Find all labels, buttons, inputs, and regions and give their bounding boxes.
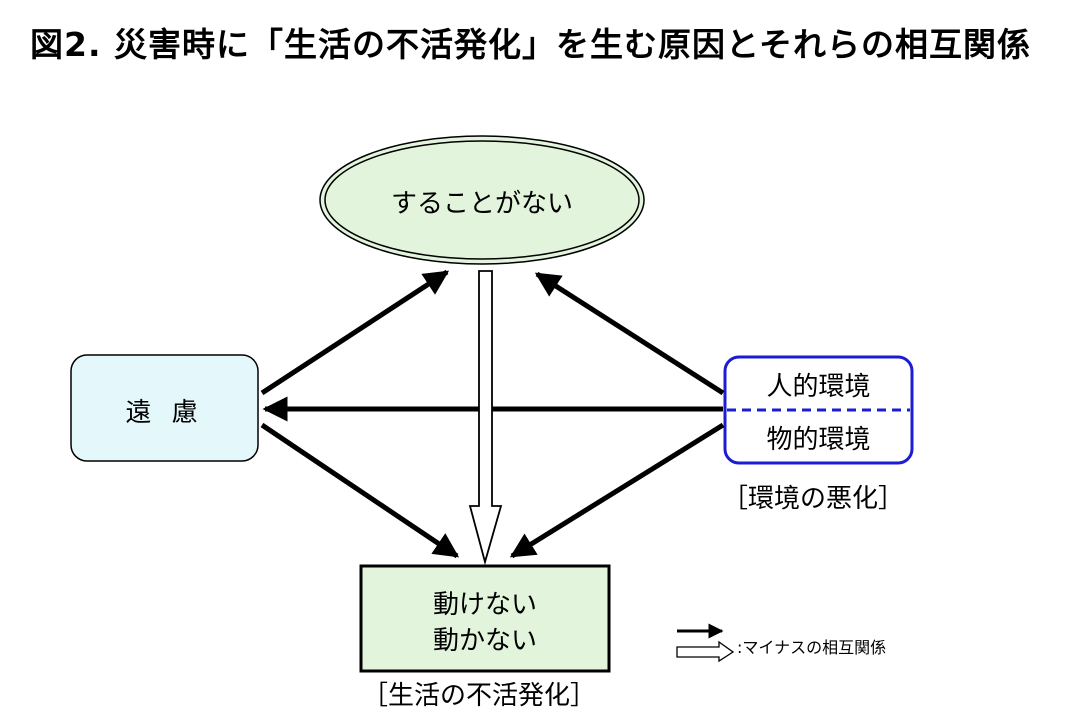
node-bottom-label-line2: 動かない — [432, 626, 537, 656]
arrow-right-to-top — [534, 271, 725, 396]
inactivity-caption: ［生活の不活発化］ — [362, 681, 597, 711]
node-right-lower-label: 物的環境 — [766, 425, 871, 455]
diagram-title: 図2. 災害時に「生活の不活発化」を生む原因とそれらの相互関係 — [30, 25, 1031, 64]
node-bottom-box — [359, 564, 611, 673]
node-left-label: 遠 慮 — [125, 398, 204, 428]
arrow-right-to-bottom — [509, 422, 725, 559]
node-top-ellipse-inner — [324, 140, 640, 260]
node-top-ellipse-outer — [319, 135, 645, 265]
hollow-arrow-top-to-bottom — [468, 270, 503, 566]
legend-negative-relation-label: :マイナスの相互関係 — [737, 638, 887, 657]
arrow-left-to-bottom — [260, 422, 460, 559]
node-right-upper-label: 人的環境 — [766, 372, 871, 402]
environment-caption: ［環境の悪化］ — [722, 484, 905, 514]
legend-hollow-arrow — [676, 640, 735, 663]
arrow-left-to-top — [260, 269, 450, 396]
node-top-label: することがない — [390, 189, 573, 219]
node-left-box — [70, 354, 259, 462]
node-bottom-label-line1: 動けない — [432, 590, 537, 620]
